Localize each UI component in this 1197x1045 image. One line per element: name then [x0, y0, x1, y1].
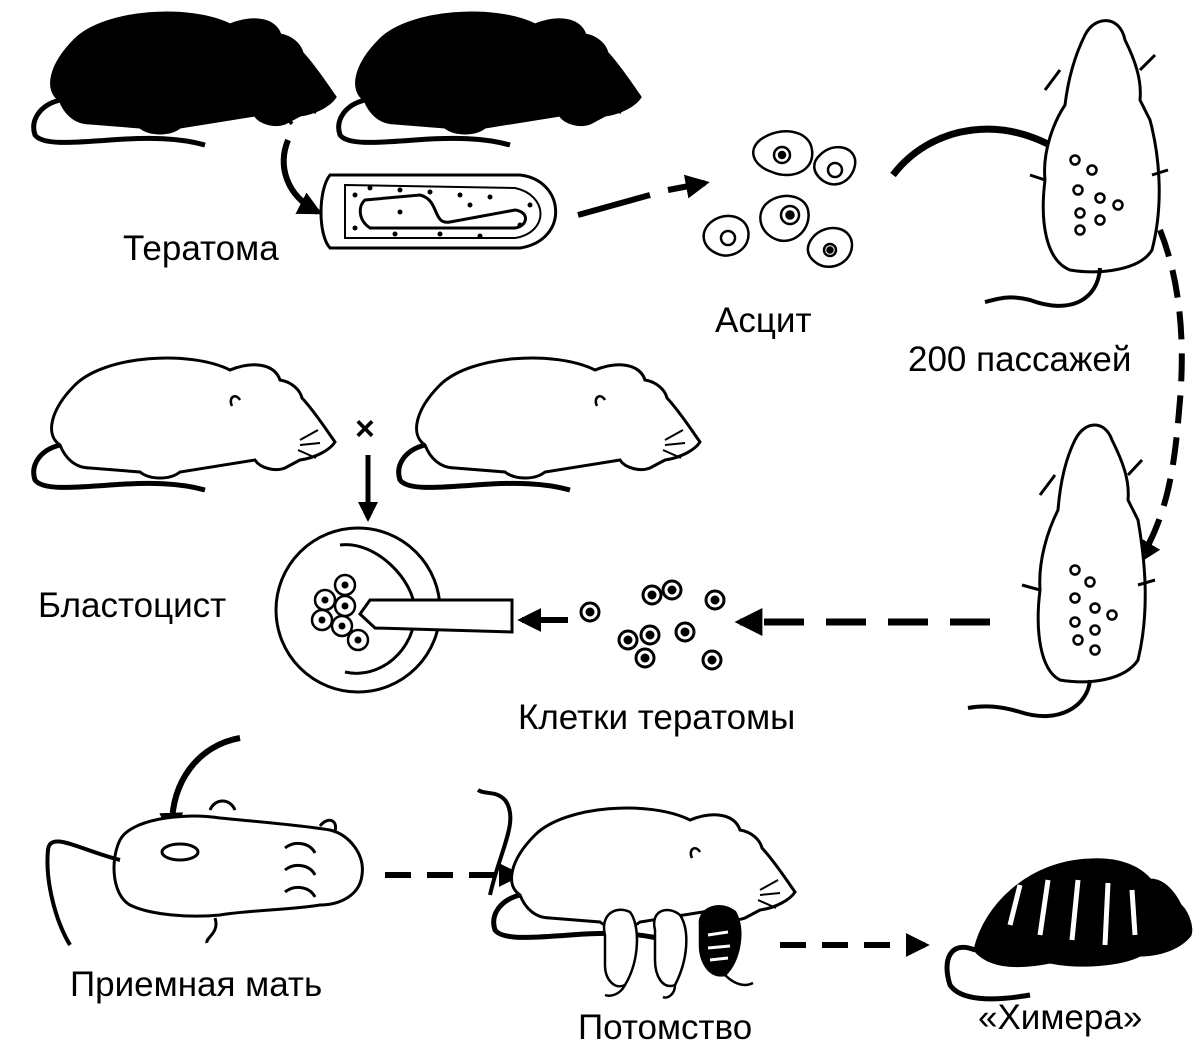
- white-mouse-left: [34, 358, 335, 490]
- injection-pipette: [360, 600, 512, 632]
- cross-symbol-middle: ×: [355, 410, 375, 448]
- label-blastocyst: Бластоцист: [38, 588, 226, 623]
- label-foster-mother: Приемная мать: [70, 967, 322, 1002]
- label-teratoma: Тератома: [123, 231, 279, 266]
- offspring-mother-mouse: [478, 790, 795, 940]
- teratoma-cells: [581, 581, 724, 669]
- black-mouse-right: [339, 13, 640, 145]
- arrow-passages-down: [1140, 230, 1182, 560]
- foster-mother-mouse: [47, 801, 362, 945]
- offspring-pups: [604, 906, 753, 997]
- white-mouse-right: [399, 358, 700, 490]
- chimera-mouse: [947, 860, 1191, 999]
- arrow-cross-to-teratoma: [284, 140, 318, 212]
- label-passages: 200 пассажей: [908, 342, 1131, 377]
- label-chimera: «Химера»: [978, 1000, 1142, 1035]
- mouse-belly-up-top: [985, 21, 1168, 306]
- mouse-belly-up-bottom: [968, 425, 1155, 716]
- ascites-cells: [704, 131, 856, 267]
- label-ascites: Асцит: [715, 303, 811, 338]
- label-teratoma-cells: Клетки тератомы: [518, 700, 795, 735]
- label-offspring: Потомство: [578, 1010, 752, 1045]
- arrow-teratoma-to-ascites: [578, 183, 705, 215]
- cross-symbol-top: ×: [275, 98, 295, 136]
- teratoma-tissue: [321, 175, 556, 248]
